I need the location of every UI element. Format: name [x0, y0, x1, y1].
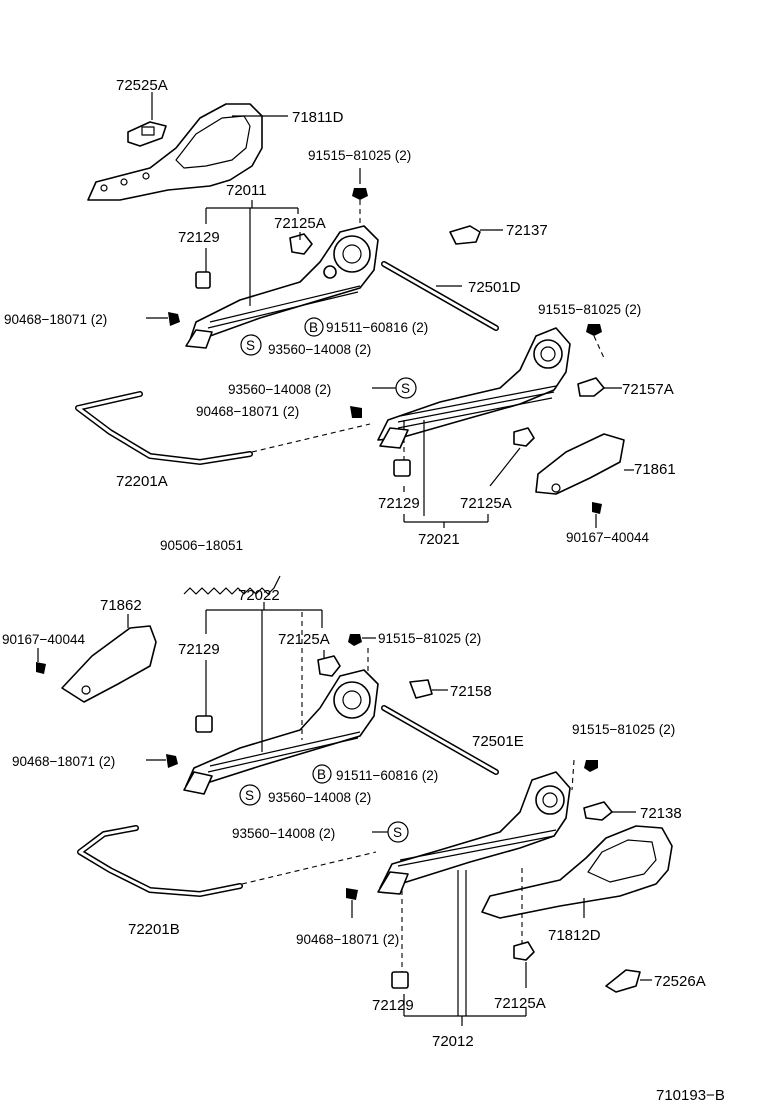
cover-71861 — [535, 433, 625, 514]
label-72125a-4: 72125A — [494, 995, 546, 1012]
knob-72526a — [605, 969, 652, 993]
label-72157a: 72157A — [622, 381, 674, 398]
label-90506: 90506−18051 — [160, 538, 243, 553]
label-93560-1: 93560−14008 (2) — [268, 342, 371, 357]
label-72021: 72021 — [418, 531, 460, 548]
rod-72501d — [381, 261, 499, 331]
label-93560-4: 93560−14008 (2) — [232, 826, 335, 841]
clip-72125a-bottom — [513, 868, 535, 961]
label-72501d: 72501D — [468, 279, 521, 296]
label-72129-3: 72129 — [178, 641, 220, 658]
clip-72129-lower — [195, 715, 213, 733]
label-72201a: 72201A — [116, 473, 168, 490]
label-90468-3: 90468−18071 (2) — [12, 754, 115, 769]
bolt-90468-upper-left — [146, 312, 180, 326]
label-72526a: 72526A — [654, 973, 706, 990]
label-72022: 72022 — [238, 587, 280, 604]
part-labels: 72525A 71811D 91515−81025 (2) 72011 7212… — [2, 77, 725, 1104]
label-72011: 72011 — [226, 182, 267, 199]
label-72125a-1: 72125A — [274, 215, 326, 232]
label-93560-2: 93560−14008 (2) — [228, 382, 331, 397]
bolt-90468-lower-left — [146, 754, 178, 768]
svg-text:B: B — [309, 320, 318, 335]
rod-72501e — [381, 705, 499, 775]
label-72012: 72012 — [432, 1033, 474, 1050]
knob-72525a — [127, 121, 167, 147]
clip-72138 — [583, 801, 636, 821]
label-72129-2: 72129 — [378, 495, 420, 512]
label-91515-3: 91515−81025 (2) — [378, 631, 481, 646]
label-72501e: 72501E — [472, 733, 524, 750]
label-91511-1: 91511−60816 (2) — [326, 320, 428, 335]
clip-72129-bottom — [391, 890, 409, 989]
svg-text:S: S — [393, 825, 402, 840]
circled-b-upper: B — [304, 317, 324, 337]
circled-s-lower: S — [239, 784, 261, 806]
seat-track-72021 — [377, 327, 571, 449]
bolt-90468-middle — [350, 406, 362, 418]
label-91511-2: 91511−60816 (2) — [336, 768, 438, 783]
label-71811d: 71811D — [292, 109, 344, 126]
svg-text:S: S — [245, 788, 254, 803]
label-91515-1: 91515−81025 (2) — [308, 148, 411, 163]
label-72125a-3: 72125A — [278, 631, 330, 648]
circled-s-middle: S — [372, 377, 417, 399]
label-90167-2: 90167−40044 — [2, 632, 85, 647]
clip-72125a-lower — [317, 655, 341, 677]
svg-text:B: B — [317, 767, 326, 782]
label-72138: 72138 — [640, 805, 682, 822]
svg-text:S: S — [401, 381, 410, 396]
label-90468-2: 90468−18071 (2) — [196, 404, 299, 419]
bolt-91515-lower — [348, 634, 369, 676]
circled-s-upper: S — [240, 334, 262, 356]
clip-72129-upper — [195, 271, 211, 289]
cable-72201b — [77, 825, 377, 898]
label-90468-1: 90468−18071 (2) — [4, 312, 107, 327]
diagram-code: 710193−B — [656, 1087, 725, 1104]
clip-72137 — [449, 225, 503, 245]
seat-track-72012 — [377, 771, 571, 895]
shield-71812d — [481, 825, 673, 919]
label-91515-2: 91515−81025 (2) — [538, 302, 641, 317]
circled-b-lower: B — [312, 764, 332, 784]
circled-s-lower-middle: S — [372, 821, 409, 843]
label-90167-1: 90167−40044 — [566, 530, 649, 545]
clip-72129-middle — [393, 438, 411, 477]
clip-72158 — [409, 679, 448, 699]
label-93560-3: 93560−14008 (2) — [268, 790, 371, 805]
seat-track-72011 — [185, 225, 379, 349]
label-91515-4: 91515−81025 (2) — [572, 722, 675, 737]
leader-lines — [37, 92, 634, 1026]
label-71862: 71862 — [100, 597, 142, 614]
label-72525a: 72525A — [116, 77, 168, 94]
clip-72125a-upper — [289, 233, 313, 255]
label-72129-1: 72129 — [178, 229, 220, 246]
bolt-91515-right — [586, 324, 605, 359]
label-72158: 72158 — [450, 683, 492, 700]
seat-track-72022 — [183, 669, 379, 795]
bracket-72157a — [577, 377, 622, 397]
bolt-90468-lower-middle — [346, 888, 358, 918]
label-72137: 72137 — [506, 222, 548, 239]
bolt-91515-upper — [352, 168, 368, 230]
bolt-91515-lower-right — [571, 759, 598, 791]
label-90468-4: 90468−18071 (2) — [296, 932, 399, 947]
label-72125a-2: 72125A — [460, 495, 512, 512]
label-72129-4: 72129 — [372, 997, 414, 1014]
label-71812d: 71812D — [548, 927, 601, 944]
cover-71862 — [36, 625, 157, 703]
svg-text:S: S — [246, 338, 255, 353]
label-72201b: 72201B — [128, 921, 180, 938]
spring-90506 — [183, 575, 281, 595]
cable-72201a — [75, 391, 371, 466]
clip-72125a-middle — [513, 427, 535, 447]
label-71861: 71861 — [634, 461, 676, 478]
